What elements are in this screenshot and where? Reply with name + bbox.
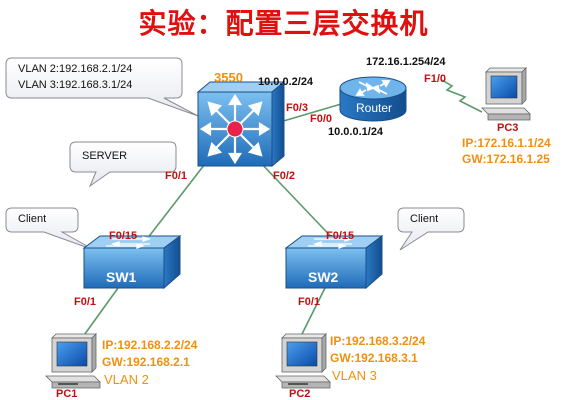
- port-router-f10: F1/0: [424, 73, 447, 85]
- links: [81, 79, 483, 339]
- router-wan-ip: 172.16.1.254/24: [366, 56, 446, 68]
- sw2-client-callout: [397, 207, 465, 251]
- sw2-arrows-icon: [308, 236, 354, 249]
- pc1-vlan: VLAN 2: [104, 372, 149, 387]
- link-core-router: [279, 101, 349, 123]
- pc3-info: IP:172.16.1.1/24 GW:172.16.1.25: [462, 136, 567, 166]
- router: [339, 76, 407, 122]
- sw2-label: SW2: [308, 269, 339, 285]
- port-sw2-f015: F0/15: [326, 230, 355, 242]
- pc1-label: PC1: [56, 388, 78, 400]
- sw2-client-label: Client: [410, 213, 439, 225]
- vlan3-address: VLAN 3:192.168.3.1/24: [18, 79, 133, 91]
- port-core-f02: F0/2: [273, 170, 296, 182]
- pc3-computer-icon: [481, 67, 531, 121]
- server-callout: [69, 141, 177, 188]
- port-core-f03: F0/3: [286, 102, 309, 114]
- port-core-f01: F0/1: [165, 170, 188, 182]
- pc3-gateway: GW:172.16.1.25: [462, 152, 550, 166]
- link-sw1-pc1: [81, 287, 119, 339]
- link-core-sw1: [139, 159, 209, 249]
- pc3-ip: IP:172.16.1.1/24: [462, 136, 551, 150]
- port-sw2-f01: F0/1: [298, 296, 321, 308]
- pc1-gateway: GW:192.168.2.1: [102, 355, 190, 369]
- pc2-vlan: VLAN 3: [332, 368, 377, 383]
- sw1-client-label: Client: [18, 213, 47, 225]
- pc2-label: PC2: [289, 388, 311, 400]
- link-sw2-pc2: [299, 287, 326, 339]
- server-role-label: SERVER: [82, 150, 128, 162]
- pc3-label: PC3: [497, 122, 519, 134]
- router-lan-ip: 10.0.0.1/24: [328, 126, 384, 138]
- core-switch-mgmt-ip: 10.0.0.2/24: [258, 76, 314, 88]
- router-label: Router: [356, 101, 393, 115]
- pc2-ip: IP:192.168.3.2/24: [330, 334, 426, 348]
- link-router-pc3: [441, 79, 483, 113]
- sw1-client-callout: [5, 207, 95, 251]
- vlan2-address: VLAN 2:192.168.2.1/24: [18, 63, 133, 75]
- port-router-f00: F0/0: [310, 113, 333, 125]
- router-arrows-icon: [355, 80, 391, 96]
- sw1-label: SW1: [106, 269, 137, 285]
- port-sw1-f015: F0/15: [109, 230, 138, 242]
- pc2-gateway: GW:192.168.3.1: [330, 351, 418, 365]
- pc1-ip: IP:192.168.2.2/24: [102, 338, 198, 352]
- core-switch-model: 3550: [214, 70, 243, 85]
- port-sw1-f01: F0/1: [74, 296, 97, 308]
- sw2-switch: [284, 235, 384, 290]
- link-core-sw2: [257, 159, 341, 247]
- page-title: 实验：配置三层交换机: [138, 7, 429, 40]
- sw1-arrows-icon: [106, 236, 152, 249]
- vlan-callout: [5, 57, 199, 117]
- pc2-computer-icon: [275, 333, 331, 389]
- pc1-computer-icon: [45, 333, 101, 389]
- sw1-switch: [82, 235, 182, 290]
- core-switch-3550: [196, 80, 286, 168]
